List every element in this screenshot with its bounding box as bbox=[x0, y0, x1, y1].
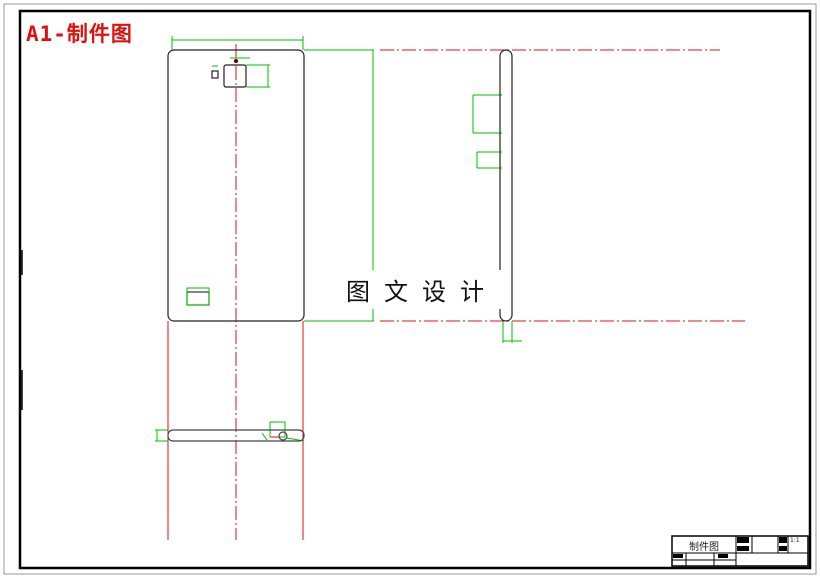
dimensions bbox=[155, 36, 522, 442]
watermark: 图文设计 bbox=[338, 270, 506, 309]
side-view bbox=[499, 49, 513, 322]
drawing-border bbox=[18, 9, 812, 570]
title-block-scale: 1:1 bbox=[790, 537, 800, 544]
title-block-fills bbox=[673, 537, 787, 558]
outer-frame bbox=[3, 3, 817, 575]
hole-mark bbox=[234, 59, 238, 63]
title-block-name: 制件图 bbox=[689, 542, 719, 553]
bottom-view bbox=[167, 429, 305, 442]
drawing-title: A1-制件图 bbox=[26, 22, 133, 46]
title-block bbox=[671, 535, 809, 567]
